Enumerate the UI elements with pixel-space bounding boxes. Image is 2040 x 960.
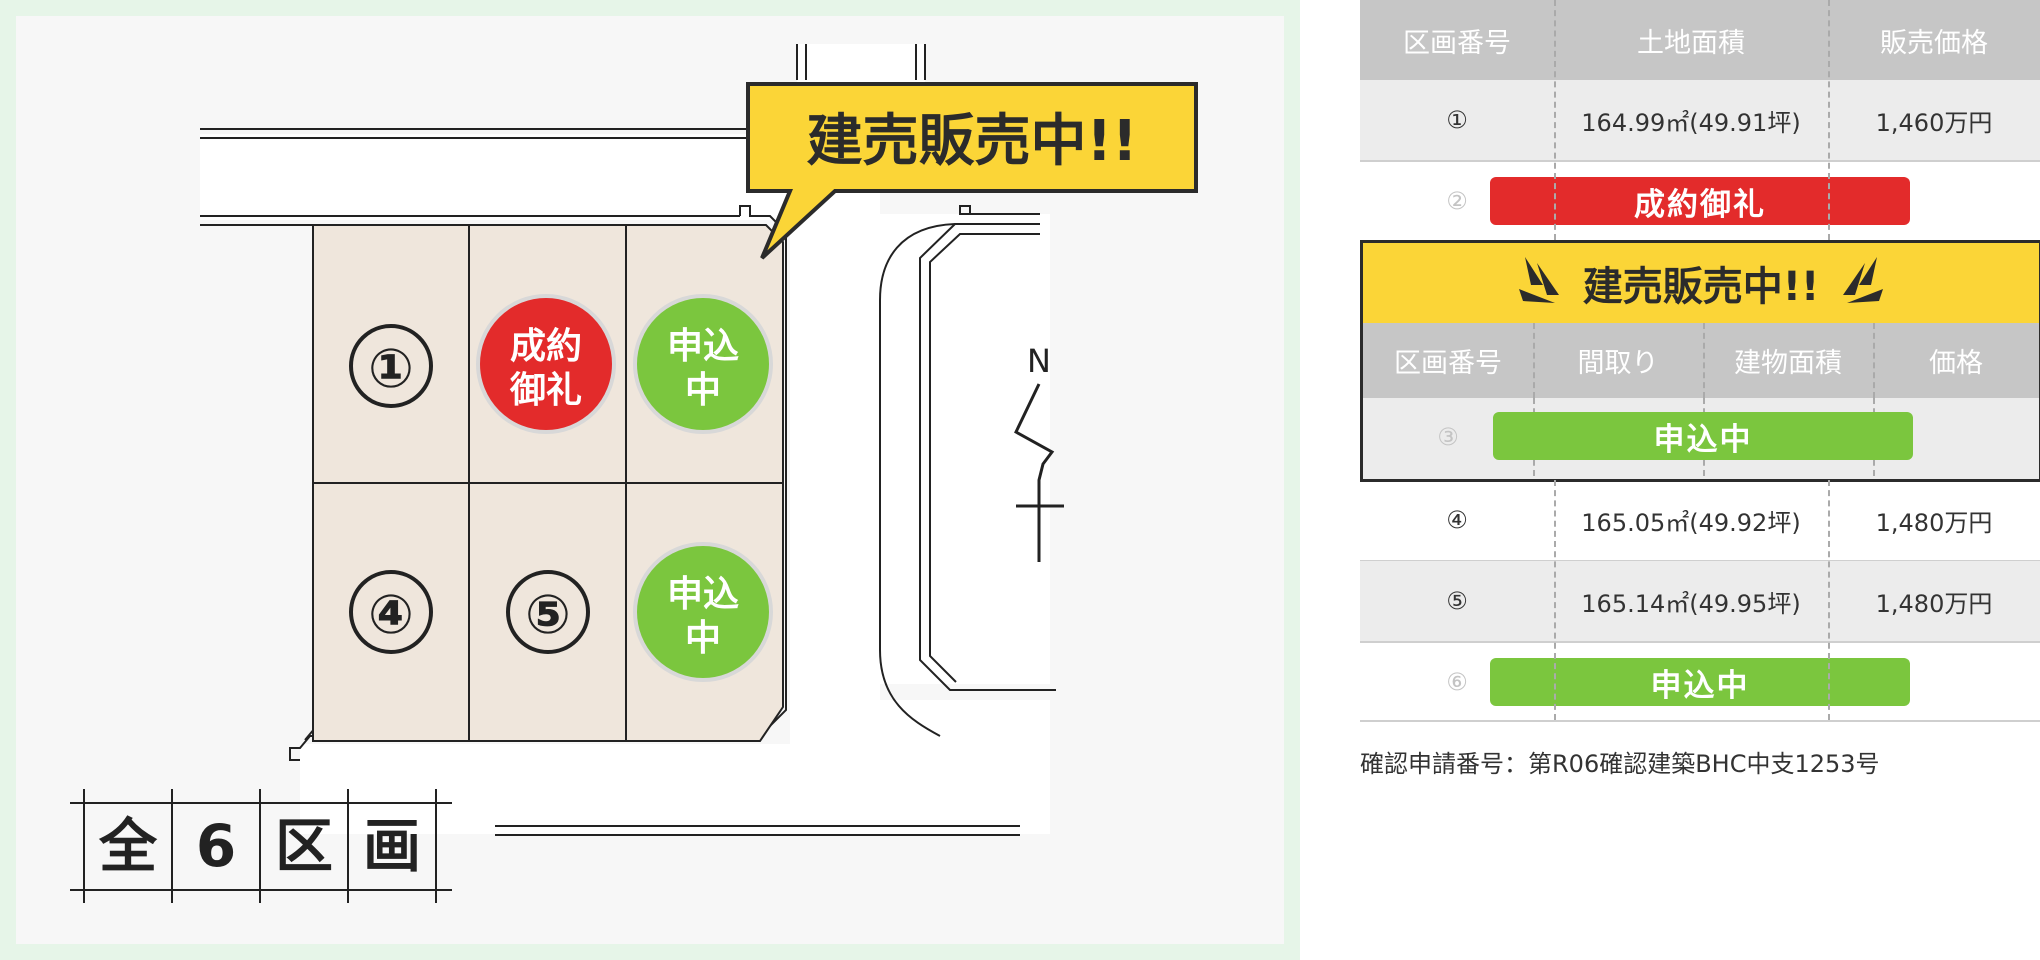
lot-4-circle (349, 570, 433, 654)
sale-price: 1,480万円 (1875, 589, 1993, 618)
apply-stamp-lot6-line1: 申込 (667, 574, 739, 615)
lot-dividers (313, 225, 783, 741)
road-southeast (800, 700, 1050, 834)
sales-badge-text: 建売販売中!! (806, 109, 1137, 174)
sales-badge (746, 82, 1198, 260)
sold-status-bar: 成約御礼 (1490, 177, 1910, 225)
apply-stamp-lot3-line1: 申込 (667, 326, 739, 367)
apply-stamp-lot3 (633, 294, 773, 434)
header-sale-price: 販売価格 (1880, 27, 1988, 59)
table-row: ⑥ 申込中 (1360, 642, 2040, 722)
lot-4-number: ④ (368, 583, 414, 646)
column-divider (1554, 480, 1556, 720)
lot-1-circle (349, 324, 433, 408)
house-sales-title: 建売販売中!! (1363, 243, 2039, 323)
house-sales-title-text: 建売販売中!! (1582, 264, 1820, 310)
land-area: 165.05㎡(49.92坪) (1581, 508, 1801, 537)
lot-1-number: ① (368, 337, 414, 400)
land-table-header: 区画番号 土地面積 販売価格 (1360, 0, 2040, 80)
table-row: ④ 165.05㎡(49.92坪) 1,480万円 (1360, 480, 2040, 560)
burst-right-icon (1843, 257, 1884, 303)
sale-price: 1,480万円 (1875, 508, 1993, 537)
house-table-header: 区画番号 間取り 建物面積 価格 (1363, 323, 2039, 398)
road-east-opening (880, 214, 1050, 684)
sold-stamp-line2: 御礼 (509, 370, 582, 411)
north-arrow-icon: N (1014, 342, 1064, 562)
column-divider (1533, 323, 1535, 398)
column-divider (1554, 0, 1556, 240)
table-row: ② 成約御礼 (1360, 161, 2040, 241)
site-map: ① ④ ⑤ 成約 御礼 申込 中 申込 中 建売販売中!! N 全 6 区 画 (70, 44, 1198, 903)
lot-number: ④ (1446, 506, 1468, 534)
apply-status-bar: 申込中 (1493, 412, 1913, 460)
sale-price: 1,460万円 (1875, 108, 1993, 137)
apply-stamp-lot3-line2: 中 (685, 370, 721, 411)
row-divider (1360, 720, 2040, 722)
row-divider (1360, 641, 2040, 643)
land-area: 164.99㎡(49.91坪) (1581, 108, 1801, 137)
header-building-area: 建物面積 (1734, 348, 1842, 379)
row-divider (1360, 160, 2040, 162)
header-price: 価格 (1929, 348, 1983, 379)
road-north (200, 134, 790, 220)
lot-number: ③ (1437, 423, 1459, 451)
column-divider (1828, 480, 1830, 720)
lot-number: ⑤ (1446, 587, 1468, 615)
column-divider (1703, 323, 1705, 398)
confirmation-number-note: 確認申請番号：第R06確認建築BHC中支1253号 (1360, 750, 1880, 778)
total-lots-char-2: 6 (196, 812, 236, 880)
header-lot-number: 区画番号 (1394, 348, 1502, 379)
lot-5-circle (506, 570, 590, 654)
lot-5-number: ⑤ (525, 583, 571, 646)
total-lots-char-3: 区 (275, 812, 333, 880)
header-land-area: 土地面積 (1637, 27, 1745, 59)
sold-stamp (476, 294, 616, 434)
header-floor-plan: 間取り (1577, 348, 1659, 379)
lot-number: ① (1446, 106, 1468, 134)
sold-stamp-line1: 成約 (510, 326, 582, 367)
road-east (790, 134, 880, 754)
apply-stamp-lot6 (633, 542, 773, 682)
apply-status-bar: 申込中 (1490, 658, 1910, 706)
lot-number: ② (1446, 187, 1468, 215)
total-lots-frame (70, 789, 452, 903)
table-row: ③ 申込中 (1363, 398, 2039, 476)
north-label: N (1027, 342, 1051, 380)
column-divider (1828, 0, 1830, 240)
apply-stamp-lot6-line2: 中 (685, 618, 721, 659)
total-lots-char-4: 画 (363, 812, 421, 880)
header-lot-number: 区画番号 (1403, 27, 1511, 59)
lot-number: ⑥ (1446, 668, 1468, 696)
pricing-table: 区画番号 土地面積 販売価格 ① 164.99㎡(49.91坪) 1,460万円… (1360, 0, 2040, 960)
land-area: 165.14㎡(49.95坪) (1581, 589, 1801, 618)
table-row: ⑤ 165.14㎡(49.95坪) 1,480万円 (1360, 561, 2040, 641)
house-sales-box: 建売販売中!! 区画番号 間取り 建物面積 価格 ③ 申込中 (1360, 240, 2040, 482)
column-divider (1873, 323, 1875, 398)
table-row: ① 164.99㎡(49.91坪) 1,460万円 (1360, 80, 2040, 160)
total-lots-char-1: 全 (98, 812, 158, 880)
burst-left-icon (1518, 257, 1559, 303)
